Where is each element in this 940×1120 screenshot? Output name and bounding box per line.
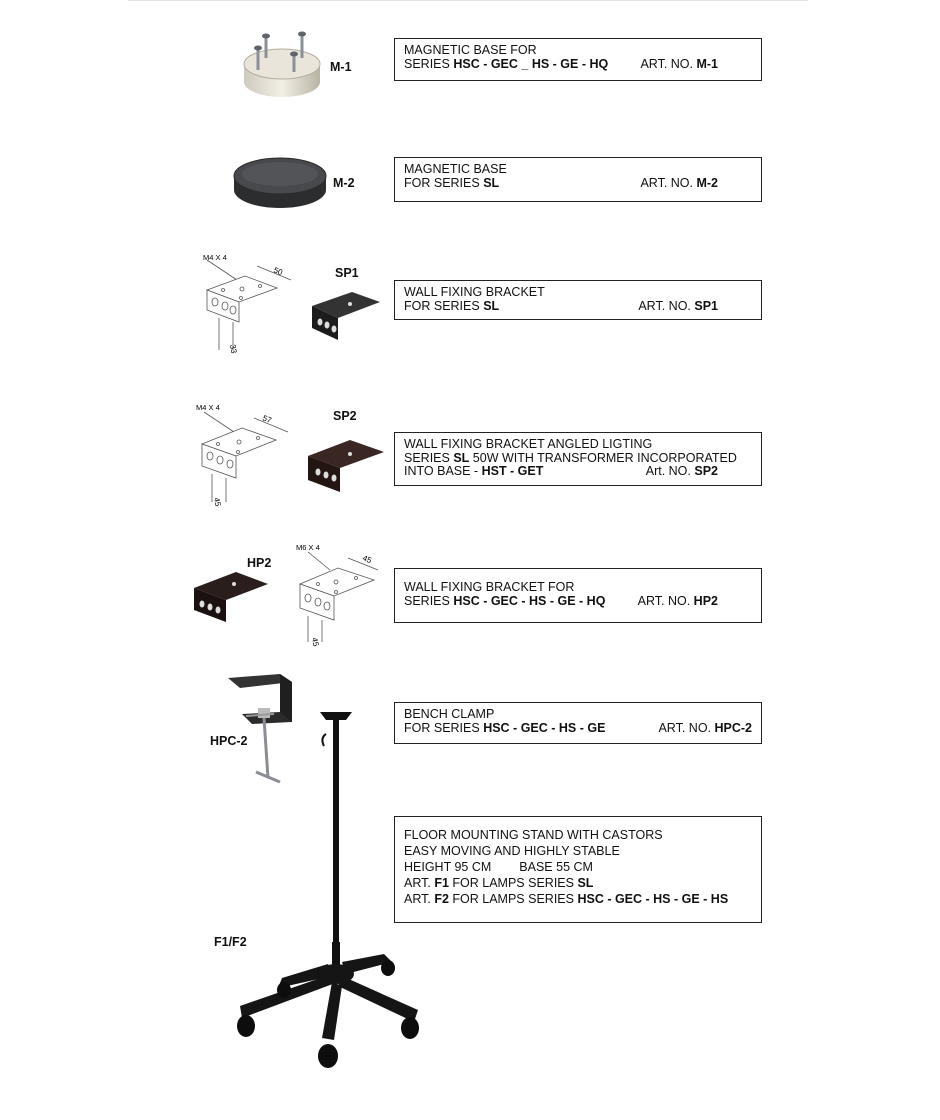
text: WALL FIXING BRACKET ANGLED LIGTING — [404, 437, 653, 451]
desc-line: MAGNETIC BASE FOR — [404, 43, 752, 58]
text: FOR LAMPS SERIES — [448, 892, 578, 906]
sp2-bracket-photo — [308, 440, 384, 492]
bold-text: HSC - GEC - HS - GE — [483, 720, 606, 735]
desc-line: WALL FIXING BRACKET ANGLED LIGTING — [404, 437, 752, 452]
text: WALL FIXING BRACKET — [404, 285, 545, 299]
art-number: ART. NO. M-2 — [640, 175, 718, 190]
product-code-hp2: HP2 — [247, 556, 272, 570]
text: FOR SERIES — [404, 720, 484, 735]
height-text: HEIGHT 95 CM — [404, 860, 491, 874]
thread-spec-label: M6 X 4 — [296, 543, 320, 552]
product-box-m2: MAGNETIC BASE FOR SERIES SL ART. NO. M-2 — [394, 157, 762, 202]
product-box-hpc2: BENCH CLAMP FOR SERIES HSC - GEC - HS - … — [394, 702, 762, 744]
thread-spec-label: M4 X 4 — [203, 253, 227, 262]
bold-text: SL — [483, 298, 500, 313]
text: SERIES — [404, 450, 454, 465]
width-dimension-label: 57 — [261, 414, 273, 426]
bold-text: HSC - GEC - HS - GE - HQ — [453, 593, 606, 608]
product-code-f1f2: F1/F2 — [214, 935, 247, 949]
height-base-line: HEIGHT 95 CM BASE 55 CM — [404, 859, 752, 875]
m1-magnetic-base-photo — [243, 31, 321, 97]
art-number: ART. NO. HPC-2 — [658, 720, 752, 735]
product-box-m1: MAGNETIC BASE FOR SERIES HSC - GEC _ HS … — [394, 38, 762, 81]
text: WALL FIXING BRACKET FOR — [404, 580, 575, 594]
product-code-sp1: SP1 — [335, 266, 359, 280]
text: BENCH CLAMP — [404, 707, 495, 721]
text: FOR LAMPS SERIES — [448, 876, 578, 890]
text: FLOOR MOUNTING STAND WITH CASTORS — [404, 828, 663, 842]
text: INTO BASE - — [404, 464, 482, 478]
base-text: BASE 55 CM — [519, 860, 593, 874]
text: MAGNETIC BASE — [404, 162, 507, 176]
bold-text: HSC - GEC - HS - GE - HS — [577, 892, 729, 906]
depth-dimension-label: 45 — [310, 637, 321, 648]
product-code-hpc2: HPC-2 — [210, 734, 248, 748]
product-box-sp1: WALL FIXING BRACKET FOR SERIES SL ART. N… — [394, 280, 762, 320]
top-rule — [128, 0, 808, 1]
floor-stand-photo — [237, 712, 419, 1068]
desc-line: SERIES HSC - GEC _ HS - GE - HQ — [404, 56, 609, 72]
desc-line: MAGNETIC BASE — [404, 162, 752, 177]
desc-line: WALL FIXING BRACKET — [404, 285, 752, 300]
desc-line: FLOOR MOUNTING STAND WITH CASTORS — [404, 827, 752, 843]
text: SERIES — [404, 56, 454, 71]
desc-line: SERIES HSC - GEC - HS - GE - HQ — [404, 593, 606, 609]
m2-magnetic-base-photo — [233, 157, 327, 208]
hpc2-bench-clamp-photo — [228, 674, 292, 784]
bold-text: F2 — [434, 892, 449, 906]
width-dimension-label: 50 — [272, 266, 284, 278]
product-code-sp2: SP2 — [333, 409, 357, 423]
text: 50W WITH TRANSFORMER INCORPORATED — [469, 450, 737, 465]
bold-text: SL — [483, 175, 500, 190]
art-number: ART. NO. M-1 — [640, 56, 718, 71]
text: SERIES — [404, 593, 454, 608]
bold-text: SL — [453, 450, 470, 465]
text: FOR SERIES — [404, 298, 484, 313]
desc-line: ART. F2 FOR LAMPS SERIES HSC - GEC - HS … — [404, 891, 752, 907]
desc-line: SERIES SL 50W WITH TRANSFORMER INCORPORA… — [404, 450, 752, 466]
bold-text: HSC - GEC _ HS - GE - HQ — [453, 56, 609, 71]
product-box-f1f2: FLOOR MOUNTING STAND WITH CASTORS EASY M… — [394, 816, 762, 923]
desc-line: FOR SERIES HSC - GEC - HS - GE — [404, 720, 606, 736]
product-box-sp2: WALL FIXING BRACKET ANGLED LIGTING SERIE… — [394, 432, 762, 486]
depth-dimension-label: 33 — [228, 344, 239, 355]
hp2-bracket-photo — [194, 572, 268, 622]
hp2-bracket-drawing: M6 X 4 45 45 — [296, 543, 379, 648]
thread-spec-label: M4 X 4 — [196, 403, 220, 412]
art-number: ART. NO. SP1 — [638, 298, 718, 313]
bold-text: SL — [577, 876, 594, 890]
depth-dimension-label: 45 — [212, 497, 223, 508]
sp1-bracket-drawing: M4 X 4 50 33 — [203, 253, 292, 355]
desc-line: ART. F1 FOR LAMPS SERIES SL — [404, 875, 752, 891]
desc-line: EASY MOVING AND HIGHLY STABLE — [404, 843, 752, 859]
text: HEIGHT 95 CM — [404, 860, 492, 874]
product-code-m2: M-2 — [333, 176, 355, 190]
desc-line: BENCH CLAMP — [404, 707, 752, 722]
text: ART. — [404, 876, 435, 890]
bold-text: HST - GET — [481, 464, 544, 478]
product-code-m1: M-1 — [330, 60, 352, 74]
desc-line: FOR SERIES SL — [404, 298, 500, 314]
bold-text: F1 — [434, 876, 449, 890]
text: EASY MOVING AND HIGHLY STABLE — [404, 844, 620, 858]
text: FOR SERIES — [404, 175, 484, 190]
sp1-bracket-photo — [312, 292, 380, 340]
product-box-hp2: WALL FIXING BRACKET FOR SERIES HSC - GEC… — [394, 568, 762, 623]
width-dimension-label: 45 — [361, 554, 373, 566]
desc-line: WALL FIXING BRACKET FOR — [404, 580, 752, 595]
text: MAGNETIC BASE FOR — [404, 43, 537, 57]
desc-line: INTO BASE - HST - GET — [404, 464, 544, 479]
desc-line: FOR SERIES SL — [404, 175, 500, 191]
art-number: Art. NO. SP2 — [645, 464, 718, 478]
sp2-bracket-drawing: M4 X 4 57 45 — [196, 403, 289, 508]
art-number: ART. NO. HP2 — [637, 593, 718, 608]
text: ART. — [404, 892, 435, 906]
